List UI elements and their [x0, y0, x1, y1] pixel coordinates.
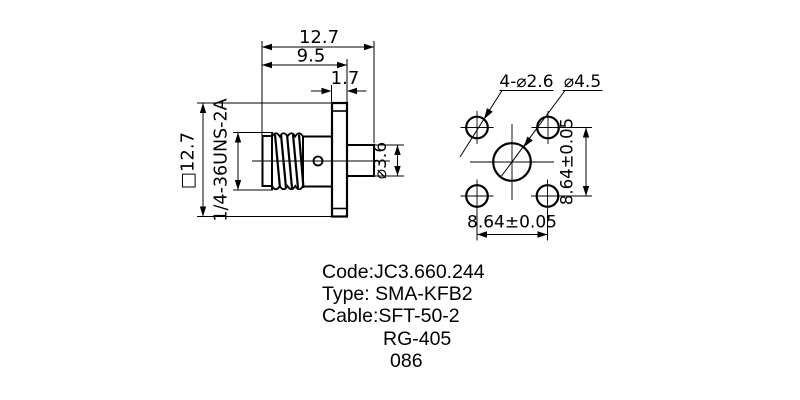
thread-crest-bottom — [271, 184, 304, 191]
dim-hole-spacing-vertical — [561, 127, 592, 197]
vent-hole — [312, 155, 324, 167]
dim-cable-entry — [374, 144, 404, 177]
dim-hole-spacing-vertical-label: 8.64±0.05 — [558, 118, 577, 205]
dim-cable-entry-label: ⌀3.6 — [371, 142, 391, 179]
callout-mounting-holes-leader — [459, 90, 554, 158]
dim-thread — [233, 132, 273, 191]
callout-center-hole-label: ⌀4.5 — [564, 72, 601, 92]
dim-hole-spacing-horizontal — [476, 211, 548, 241]
dim-flange-thickness — [311, 85, 367, 103]
dim-overall-length-label: 12.7 — [299, 27, 339, 48]
callout-center-hole-leader — [501, 90, 603, 177]
flange-plate — [330, 101, 349, 218]
side-view: 12.7 9.5 1.7 — [178, 27, 404, 222]
dim-body-length-label: 9.5 — [297, 46, 326, 67]
dim-body-length — [262, 59, 348, 103]
thread-spec-label: 1/4-36UNS-2A — [212, 98, 232, 221]
cable-bushing — [346, 144, 375, 177]
dim-hole-spacing-horizontal-label: 8.64±0.05 — [467, 213, 557, 233]
dim-overall-length — [261, 41, 375, 143]
dim-flange-thickness-label: 1.7 — [331, 68, 360, 89]
face-view: 4-⌀2.6 ⌀4.5 8.64±0.05 — [459, 72, 603, 241]
connector-body — [302, 135, 333, 188]
dim-flange-square-label: □12.7 — [178, 132, 199, 189]
callout-mounting-holes-label: 4-⌀2.6 — [499, 72, 553, 92]
dim-flange-square — [197, 102, 332, 217]
